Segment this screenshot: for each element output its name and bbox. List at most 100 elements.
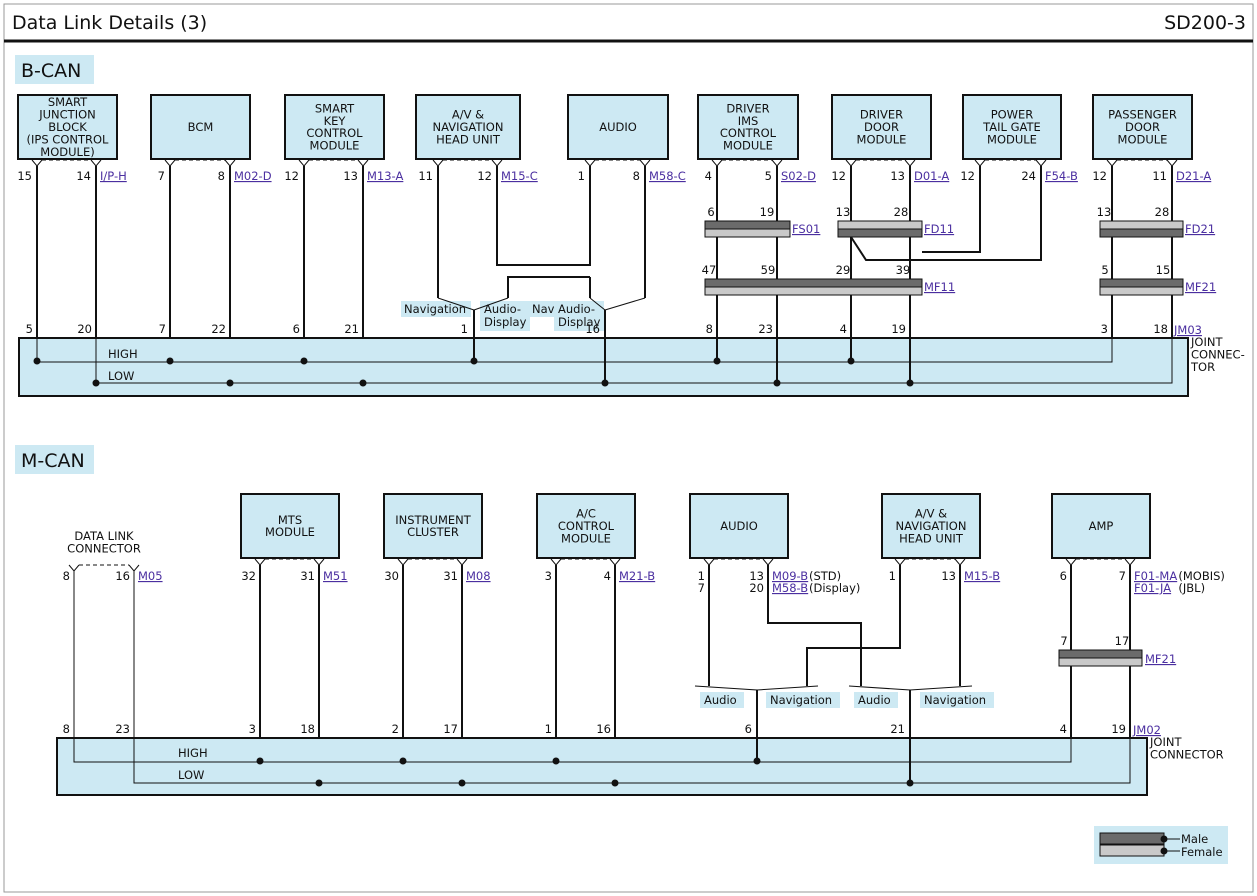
bcan-module-5-box <box>697 94 799 160</box>
mcan-high-label: HIGH <box>178 746 208 760</box>
mcan-dlc-connector: M05 <box>138 569 163 583</box>
bcan-mf11-pin: 39 <box>896 263 911 277</box>
bcan-module-6-label-line: DOOR <box>864 120 899 134</box>
bcan-module-2-pin-right: 13 <box>343 169 358 183</box>
mcan-joint-pin: 2 <box>392 722 399 736</box>
bcan-module-2-connector: M13-A <box>367 169 403 183</box>
mcan-module-3-pin-right: 13 <box>749 569 764 583</box>
mcan-module-5-label-line: AMP <box>1089 519 1114 533</box>
bcan-branch-right-label-1: Audio- <box>484 302 521 316</box>
bcan-mf11-half-a <box>704 278 923 288</box>
mcan-module-5-connector-2-note: (JBL) <box>1178 581 1205 595</box>
bcan-module-0-pin-left: 15 <box>17 169 32 183</box>
mcan-module-3-connector: M09-B <box>772 569 808 583</box>
mcan-splice <box>552 757 560 765</box>
legend-male-label: Male <box>1181 832 1208 846</box>
mcan-module-0-term-left <box>254 558 266 566</box>
mcan-module-3-term-right <box>762 558 774 566</box>
bcan-fs01-half-b <box>704 228 791 238</box>
bcan-module-7-term-left <box>974 159 986 167</box>
legend-male-swatch <box>1099 832 1165 845</box>
bcan-joint-box <box>18 337 1189 397</box>
bcan-module-3-pin-left: 11 <box>418 169 433 183</box>
mcan-module-4-connector: M15-B <box>964 569 1000 583</box>
mcan-branch-left-label: Audio <box>704 693 737 707</box>
bcan-joint-pin: 8 <box>706 322 713 336</box>
mcan-branch2-right <box>909 685 973 691</box>
bcan-module-6-connector: D01-A <box>914 169 949 183</box>
mcan-mf21-half-b <box>1058 657 1143 667</box>
legend-female-label: Female <box>1181 845 1223 859</box>
bcan-audio-to-branch <box>507 276 590 298</box>
mcan-module-5-connector-note: (MOBIS) <box>1178 569 1225 583</box>
bcan-module-3-label-line: HEAD UNIT <box>436 132 501 146</box>
mcan-joint-pin: 16 <box>596 722 611 736</box>
bcan-module-7-connector: F54-B <box>1045 169 1078 183</box>
mcan-branch2-pin: 21 <box>890 722 905 736</box>
mcan-splice <box>256 757 264 765</box>
bcan-joint-label-line: TOR <box>1190 360 1215 374</box>
mcan-dlc-label-line: CONNECTOR <box>67 542 141 556</box>
bcan-splice <box>713 357 721 365</box>
mcan-label-bg <box>15 445 94 474</box>
bcan-module-8-connector: D21-A <box>1176 169 1211 183</box>
mcan-module-2-connector: M21-B <box>619 569 655 583</box>
bcan-branch-left-label: Navigation <box>404 302 466 316</box>
bcan-module-5-pin-left: 4 <box>705 169 712 183</box>
mcan-module-3-term-left <box>703 558 715 566</box>
mcan-joint-pin: 8 <box>63 722 70 736</box>
legend-female-dot <box>1160 847 1168 855</box>
mcan-splice <box>315 779 323 787</box>
bcan-module-5-label-line: MODULE <box>723 139 773 153</box>
mcan-module-4-term-left <box>894 558 906 566</box>
mcan-module-1-connector: M08 <box>466 569 491 583</box>
bcan-module-3-connector: M15-C <box>501 169 538 183</box>
bcan-joint-pin: 19 <box>891 322 906 336</box>
bcan-module-8-term-right <box>1166 159 1178 167</box>
mcan-module-2-pin-right: 4 <box>604 569 611 583</box>
bcan-splice <box>470 357 478 365</box>
bcan-splice <box>773 379 781 387</box>
bcan-mf11-pin: 47 <box>702 263 717 277</box>
mcan-mf21-half-a <box>1058 649 1143 659</box>
bcan-module-1-box <box>150 94 251 160</box>
bcan-mf11-pin: 29 <box>836 263 851 277</box>
bcan-fd21-name: FD21 <box>1185 222 1215 236</box>
bcan-module-6-box <box>831 94 932 160</box>
mcan-branch-right-bg <box>920 692 994 708</box>
mcan-module-2-label-line: MODULE <box>561 531 611 545</box>
bcan-module-7-label-line: MODULE <box>987 132 1037 146</box>
mcan-joint-label-line: JOINT <box>1149 735 1182 749</box>
mcan-branch-left-bg <box>700 692 744 708</box>
mcan-module-1-pin-right: 31 <box>443 569 458 583</box>
mcan-branch-right-label: Navigation <box>924 693 986 707</box>
mcan-module-2-term-right <box>609 558 621 566</box>
bcan-splice <box>601 379 609 387</box>
bcan-branch-right-label-2: Display <box>558 315 601 329</box>
bcan-module-4-box <box>567 94 669 160</box>
mcan-module-2-label-line: CONTROL <box>558 519 615 533</box>
bcan-module-0-label-line: (IPS CONTROL <box>27 132 110 146</box>
bcan-module-2-label-line: SMART <box>315 101 355 115</box>
legend-female-swatch <box>1099 844 1165 857</box>
bcan-joint-pin: 18 <box>1153 322 1168 336</box>
bcan-module-2-term-right <box>357 159 369 167</box>
bcan-joint-pin: 3 <box>1101 322 1108 336</box>
bcan-module-1-term-right <box>224 159 236 167</box>
bcan-module-5-term-left <box>711 159 723 167</box>
bcan-joint-label-line: CONNEC- <box>1191 348 1245 362</box>
mcan-branch1-right <box>756 685 819 691</box>
bcan-module-5-connector: S02-D <box>781 169 816 183</box>
bcan-module-5-label-line: DRIVER <box>726 101 769 115</box>
bcan-fd21-half-a <box>1099 220 1184 230</box>
bcan-label: B-CAN <box>21 60 81 82</box>
bcan-module-3-label-line: NAVIGATION <box>433 120 504 134</box>
bcan-module-0-label-line: SMART <box>48 95 88 109</box>
mcan-module-4-pin-left: 1 <box>889 569 896 583</box>
bcan-module-4-term-left <box>584 159 596 167</box>
bcan-module-1-connector: M02-D <box>234 169 272 183</box>
bcan-module-3-term-left <box>432 159 444 167</box>
mcan-branch-left-bg <box>854 692 898 708</box>
bcan-joint-name: JM03 <box>1173 323 1202 337</box>
bcan-module-8-term-left <box>1106 159 1118 167</box>
